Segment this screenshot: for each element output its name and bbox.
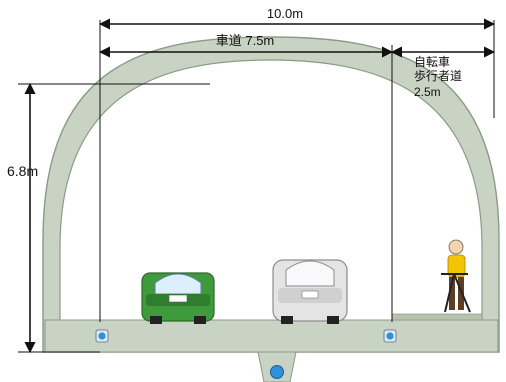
sidewalk-step — [391, 313, 483, 321]
sidewalk-width-label: 2.5m — [414, 85, 441, 99]
green-car — [141, 272, 215, 324]
roadway-width-label: 車道 7.5m — [216, 33, 275, 48]
floor-slab — [44, 319, 499, 353]
center-drain-pipe — [270, 365, 284, 379]
sidewalk-label-line2: 歩行者道 — [414, 68, 462, 83]
pedestrian-with-bicycle — [441, 239, 471, 313]
height-label: 6.8m — [7, 163, 38, 179]
total-width-label: 10.0m — [267, 6, 303, 21]
left-drain-pipe — [98, 332, 106, 340]
white-car — [272, 259, 348, 324]
right-drain-pipe — [386, 332, 394, 340]
sidewalk-label-line1: 自転車 — [414, 55, 450, 69]
tunnel-opening — [59, 59, 483, 325]
